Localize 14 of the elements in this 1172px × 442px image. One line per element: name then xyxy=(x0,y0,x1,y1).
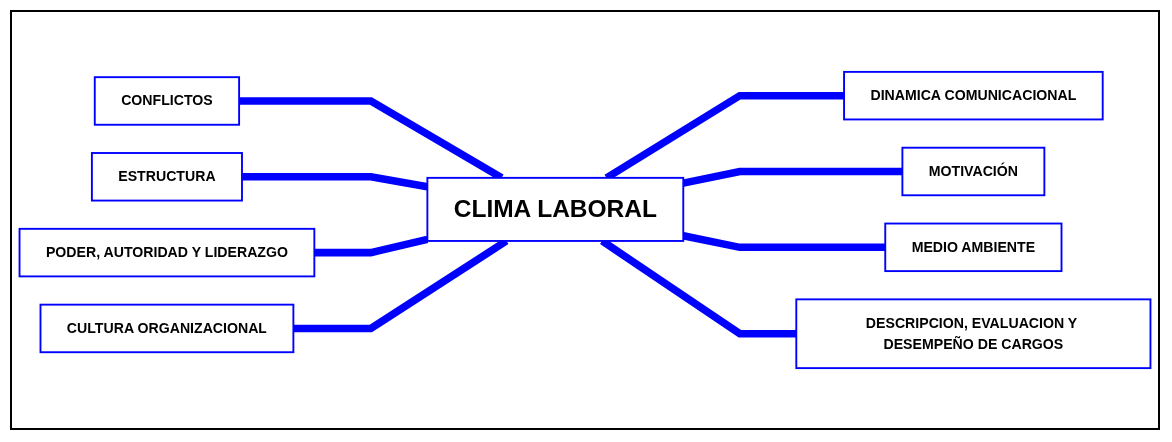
connector xyxy=(242,173,429,191)
node-box: DINAMICA COMUNICACIONAL xyxy=(843,70,1104,121)
node-box: PODER, AUTORIDAD Y LIDERAZGO xyxy=(18,227,316,278)
node-box: CULTURA ORGANIZACIONAL xyxy=(39,303,295,354)
node-box: MOTIVACIÓN xyxy=(901,146,1046,197)
node-box: DESCRIPCION, EVALUACION Y DESEMPEÑO DE CARGOS xyxy=(795,298,1152,370)
node-box: ESTRUCTURA xyxy=(90,152,243,202)
node-box: MEDIO AMBIENTE xyxy=(884,222,1063,273)
connector xyxy=(293,237,509,333)
connector xyxy=(314,235,429,257)
connector xyxy=(682,167,903,187)
node-box: CONFLICTOS xyxy=(93,76,241,126)
node-box: CLIMA LABORAL xyxy=(426,176,685,242)
connector xyxy=(682,232,886,252)
